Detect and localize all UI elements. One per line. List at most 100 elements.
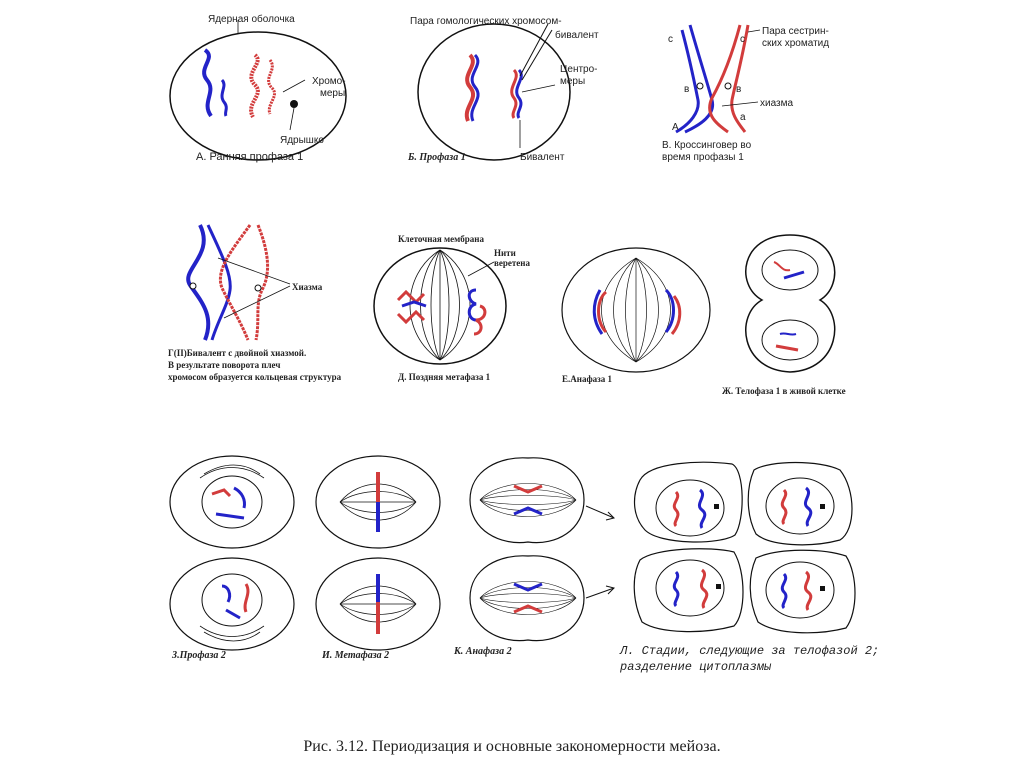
caption-e: Е.Анафаза 1	[562, 374, 613, 384]
letter-b: в	[684, 84, 689, 95]
chromosome-blue	[220, 78, 228, 117]
nucleus	[655, 479, 725, 537]
chromosome-red	[254, 224, 270, 341]
cell	[469, 457, 585, 544]
nuclear-envelope	[169, 31, 347, 161]
chromosome-red	[249, 53, 260, 118]
nucleus	[201, 573, 263, 627]
chromosome-red	[775, 344, 799, 352]
cell	[315, 455, 441, 549]
label-spindle: веретена	[494, 258, 530, 268]
daughter-cell	[633, 548, 744, 633]
chromosome-blue	[664, 288, 675, 333]
chromosome-red	[464, 53, 476, 122]
chromosome-red	[670, 295, 682, 335]
panel-d: Клеточная мембрана Нити веретена Д. Позд…	[373, 234, 530, 382]
chromosome-blue	[202, 48, 213, 118]
caption-d: Д. Поздняя метафаза 1	[398, 372, 491, 382]
label-sisters: ских хроматид	[762, 38, 829, 49]
chromatid-blue	[675, 29, 700, 134]
chromatid-red	[730, 24, 750, 133]
panel-z: З.Профаза 2	[169, 455, 295, 661]
chromosome-blue	[206, 224, 232, 341]
letter-a: а	[740, 112, 746, 123]
chromosome-blue	[697, 488, 707, 529]
caption-z: З.Профаза 2	[171, 650, 226, 661]
bivalent-blue	[401, 300, 427, 308]
label-bivalent: Бивалент	[520, 152, 565, 163]
panel-b: Пара гомологических хромосом- бивалент Ц…	[407, 16, 599, 163]
label-chiasma: хиазма	[760, 98, 793, 109]
chromosome-blue	[225, 608, 241, 620]
label-chromomeres: Хромо-	[312, 76, 346, 87]
bivalent-red	[510, 68, 518, 119]
caption-zh: Ж. Телофаза 1 в живой клетке	[722, 386, 846, 396]
chromosome-red	[672, 490, 680, 528]
label-sisters: Пара сестрин-	[762, 26, 829, 37]
panel-a: Ядерная оболочка Хромо- меры Ядрышко А. …	[169, 13, 347, 163]
panel-zh: Ж. Телофаза 1 в живой клетке	[722, 234, 846, 396]
chromosome-red	[803, 570, 813, 611]
chromatid-red	[708, 24, 742, 134]
chromatid-blue	[684, 24, 715, 134]
caption-g: хромосом образуется кольцевая структура	[168, 372, 342, 382]
nucleus	[201, 475, 263, 529]
spindle	[479, 483, 577, 517]
panel-k: К. Анафаза 2	[453, 457, 585, 657]
label-envelope: Ядерная оболочка	[208, 13, 295, 25]
bivalent-blue	[515, 68, 523, 119]
spindle	[601, 257, 671, 363]
chromosome-red	[773, 261, 791, 272]
label-centromere: Центро-	[560, 64, 598, 75]
nucleus	[655, 559, 725, 617]
letter-A: А	[672, 122, 679, 133]
chromosome-blue	[779, 332, 797, 336]
label-membrane: Клеточная мембрана	[398, 234, 484, 244]
bivalent-red	[396, 289, 426, 325]
daughter-nucleus	[761, 319, 819, 361]
panel-e: Е.Анафаза 1	[561, 247, 711, 384]
panel-g: Хиазма Г(II)Бивалент с двойной хиазмой. …	[168, 224, 342, 382]
letter-c: с	[668, 34, 673, 45]
daughter-nucleus	[761, 249, 819, 291]
chromosome-red	[699, 568, 709, 609]
cell	[169, 455, 295, 549]
chromosome-red	[780, 488, 788, 526]
panel-v: с с в в А а Пара сестрин- ских хроматид …	[662, 24, 829, 163]
caption-v: время профазы 1	[662, 151, 744, 163]
label-spindle: Нити	[494, 248, 516, 258]
chromosome-blue	[592, 289, 604, 335]
cell-membrane	[561, 247, 711, 373]
chromosome-blue	[513, 582, 543, 592]
label-pair: Пара гомологических хромосом-	[410, 16, 562, 27]
label-pair: бивалент	[555, 29, 599, 41]
chromosome-blue	[803, 486, 813, 527]
figure-caption: Рис. 3.12. Периодизация и основные закон…	[303, 738, 721, 755]
chromosome-red	[243, 583, 250, 613]
nucleolus	[290, 100, 298, 108]
chromosome-blue	[513, 506, 543, 516]
caption-a: А. Ранняя профаза 1	[196, 151, 303, 163]
caption-g: Г(II)Бивалент с двойной хиазмой.	[168, 348, 306, 358]
chromosome-red	[211, 488, 232, 498]
caption-i: И. Метафаза 2	[321, 650, 389, 661]
cell	[469, 555, 585, 642]
chromosome-blue	[470, 53, 480, 122]
label-chromomeres: меры	[320, 88, 345, 99]
caption-b: Б. Профаза 1	[407, 152, 466, 163]
chromosome-blue	[233, 486, 246, 509]
caption-k: К. Анафаза 2	[453, 646, 512, 657]
chromosome-blue	[215, 512, 245, 520]
chromosome-red	[513, 484, 543, 494]
arrow	[585, 505, 615, 599]
chromosome-blue	[780, 572, 788, 610]
caption-v: В. Кроссинговер во	[662, 140, 752, 151]
label-chiasma: Хиазма	[292, 282, 323, 292]
chromosome-blue	[783, 270, 805, 280]
chromosome-red	[267, 59, 276, 115]
daughter-cell	[749, 549, 856, 634]
bivalent-blue	[467, 288, 477, 322]
nucleus	[765, 561, 835, 619]
caption-l: Л. Стадии, следующие за телофазой 2;	[619, 644, 879, 658]
letter-b: в	[736, 84, 741, 95]
